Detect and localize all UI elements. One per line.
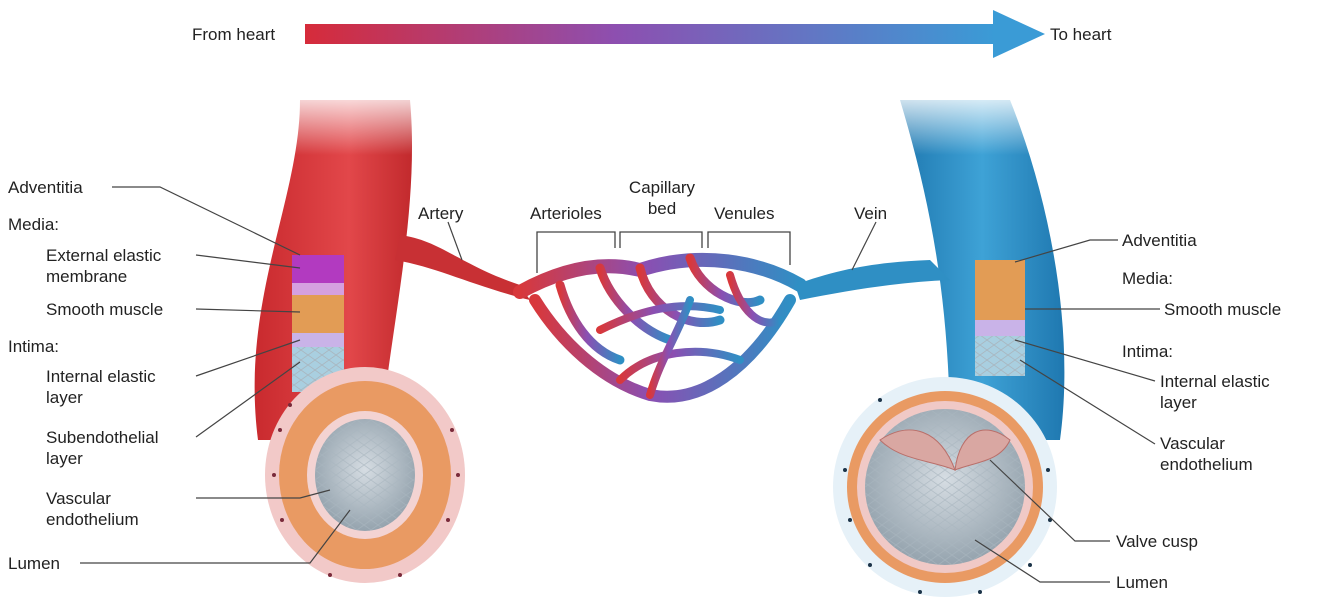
- artery-media-label: Media:: [8, 214, 59, 235]
- vein-cross-section: [833, 377, 1057, 597]
- to-heart-label: To heart: [1050, 24, 1111, 45]
- blood-flow-arrow: [305, 10, 1045, 58]
- artery-layer-cutaway: [292, 255, 344, 392]
- capillary-network: [520, 258, 800, 397]
- vein-lumen-label: Lumen: [1116, 572, 1168, 593]
- venules-label: Venules: [714, 203, 775, 224]
- artery-internal-elastic-layer-label: Internal elastic layer: [46, 366, 196, 408]
- arterioles-label: Arterioles: [530, 203, 602, 224]
- vein-vascular-endothelium-label: Vascular endothelium: [1160, 433, 1305, 475]
- artery-lumen-label: Lumen: [8, 553, 60, 574]
- capillary-bed-label: Capillary bed: [614, 177, 710, 219]
- from-heart-label: From heart: [192, 24, 275, 45]
- artery-adventitia-label: Adventitia: [8, 177, 83, 198]
- vein-intima-label: Intima:: [1122, 341, 1173, 362]
- artery-intima-label: Intima:: [8, 336, 59, 357]
- artery-vascular-endothelium-label: Vascular endothelium: [46, 488, 196, 530]
- artery-smooth-muscle-label: Smooth muscle: [46, 299, 163, 320]
- vein-smooth-muscle-label: Smooth muscle: [1164, 299, 1281, 320]
- artery-subendothelial-layer-label: Subendothelial layer: [46, 427, 196, 469]
- vein-media-label: Media:: [1122, 268, 1173, 289]
- artery-cross-section: [265, 367, 465, 583]
- artery-external-elastic-membrane-label: External elastic membrane: [46, 245, 196, 287]
- vein-internal-elastic-layer-label: Internal elastic layer: [1160, 371, 1305, 413]
- artery-label: Artery: [418, 203, 463, 224]
- vein-adventitia-label: Adventitia: [1122, 230, 1197, 251]
- vein-layer-cutaway: [975, 260, 1025, 376]
- vein-label: Vein: [854, 203, 887, 224]
- vein-valve-cusp-label: Valve cusp: [1116, 531, 1198, 552]
